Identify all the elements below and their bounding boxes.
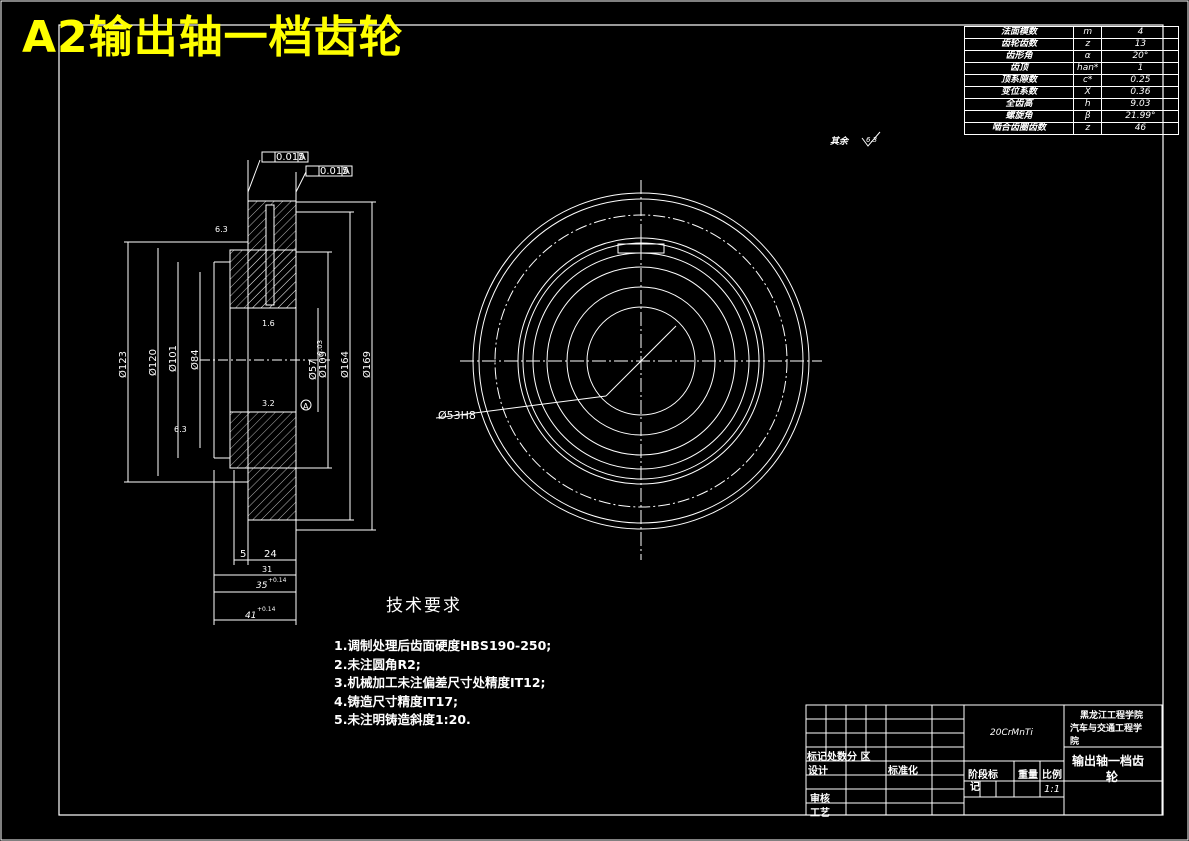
tol-frame-2-value: 0.015 [320,166,349,177]
stage-mark-label: 阶段标 [968,770,998,781]
school-line-3: 院 [1070,737,1080,747]
part-name-line-1: 输出轴一档齿 [1072,754,1145,768]
dim-w41-tol: +0.14 [257,606,276,613]
tol-frame-1-datum: A [299,152,306,163]
dim-d120: Ø120 [147,349,159,376]
tol-frame-2-datum: A [343,166,350,177]
school-line-1: 黑龙江工程学院 [1080,711,1144,721]
drawing-title: A2输出轴一档齿轮 [22,12,404,63]
dim-d101: Ø101 [167,345,179,372]
dim-w41: 41 [245,611,256,621]
tech-requirements-heading: 技术要求 [386,596,462,616]
dim-w31: 31 [262,565,272,574]
roughness-mid: 3.2 [262,399,275,408]
tol-frame-1-value: 0.015 [276,152,305,163]
stage-mark-sub: 记 [970,782,980,793]
design-label: 设计 [808,766,828,777]
scale-value: 1:1 [1044,784,1061,795]
roughness-note-value: 6.3 [866,136,877,144]
datum-a-label: A [303,402,309,411]
dim-d169: Ø169 [361,351,373,378]
school-line-2: 汽车与交通工程学 [1070,724,1143,734]
front-view [435,180,822,560]
roughness-symbol-icon [861,131,881,147]
dim-d57: Ø57 [307,359,319,380]
review-label: 审核 [810,794,830,805]
section-view [124,151,376,625]
dim-w35: 35 [256,581,268,591]
part-name-line-2: 轮 [1106,770,1119,784]
dim-d123: Ø123 [117,351,129,378]
dim-d84: Ø84 [189,349,201,370]
standardize-label: 标准化 [888,766,918,777]
roughness-side: 6.3 [174,425,187,434]
weight-label: 重量 [1018,770,1038,781]
roughness-bore: 1.6 [262,319,275,328]
title-block-lines [805,704,1163,816]
process-label: 工艺 [810,808,830,819]
material-label: 20CrMnTi [990,728,1033,738]
list-item: 5.未注明铸造斜度1:20. [334,712,471,727]
dim-w24: 24 [264,549,277,560]
dim-d109: Ø109 [317,351,329,378]
dim-w5: 5 [240,549,246,560]
dim-d57-tol: -0.03 [316,340,324,358]
list-item: 4.铸造尺寸精度IT17; [334,693,459,709]
list-item: 2.未注圆角R2; [334,656,421,672]
mark-row-label: 标记处数分 区 [807,752,871,763]
section-view-labels: 0.015 A 0.015 A A 5 24 31 35 +0.14 41 +0… [117,152,373,621]
list-item: 3.机械加工未注偏差尺寸处精度IT12; [334,675,546,690]
list-item: 1.调制处理后齿面硬度HBS190-250; [334,638,552,653]
dim-w35-tol: +0.14 [268,577,287,584]
dim-d164: Ø164 [339,351,351,378]
scale-label: 比例 [1042,770,1062,781]
tech-requirements-list: 1.调制处理后齿面硬度HBS190-250; 2.未注圆角R2; 3.机械加工未… [334,637,551,730]
roughness-note-label: 其余 [830,136,850,147]
bore-dim-label: Ø53H8 [438,409,476,422]
roughness-top: 6.3 [215,225,228,234]
inner-border [58,24,1164,816]
